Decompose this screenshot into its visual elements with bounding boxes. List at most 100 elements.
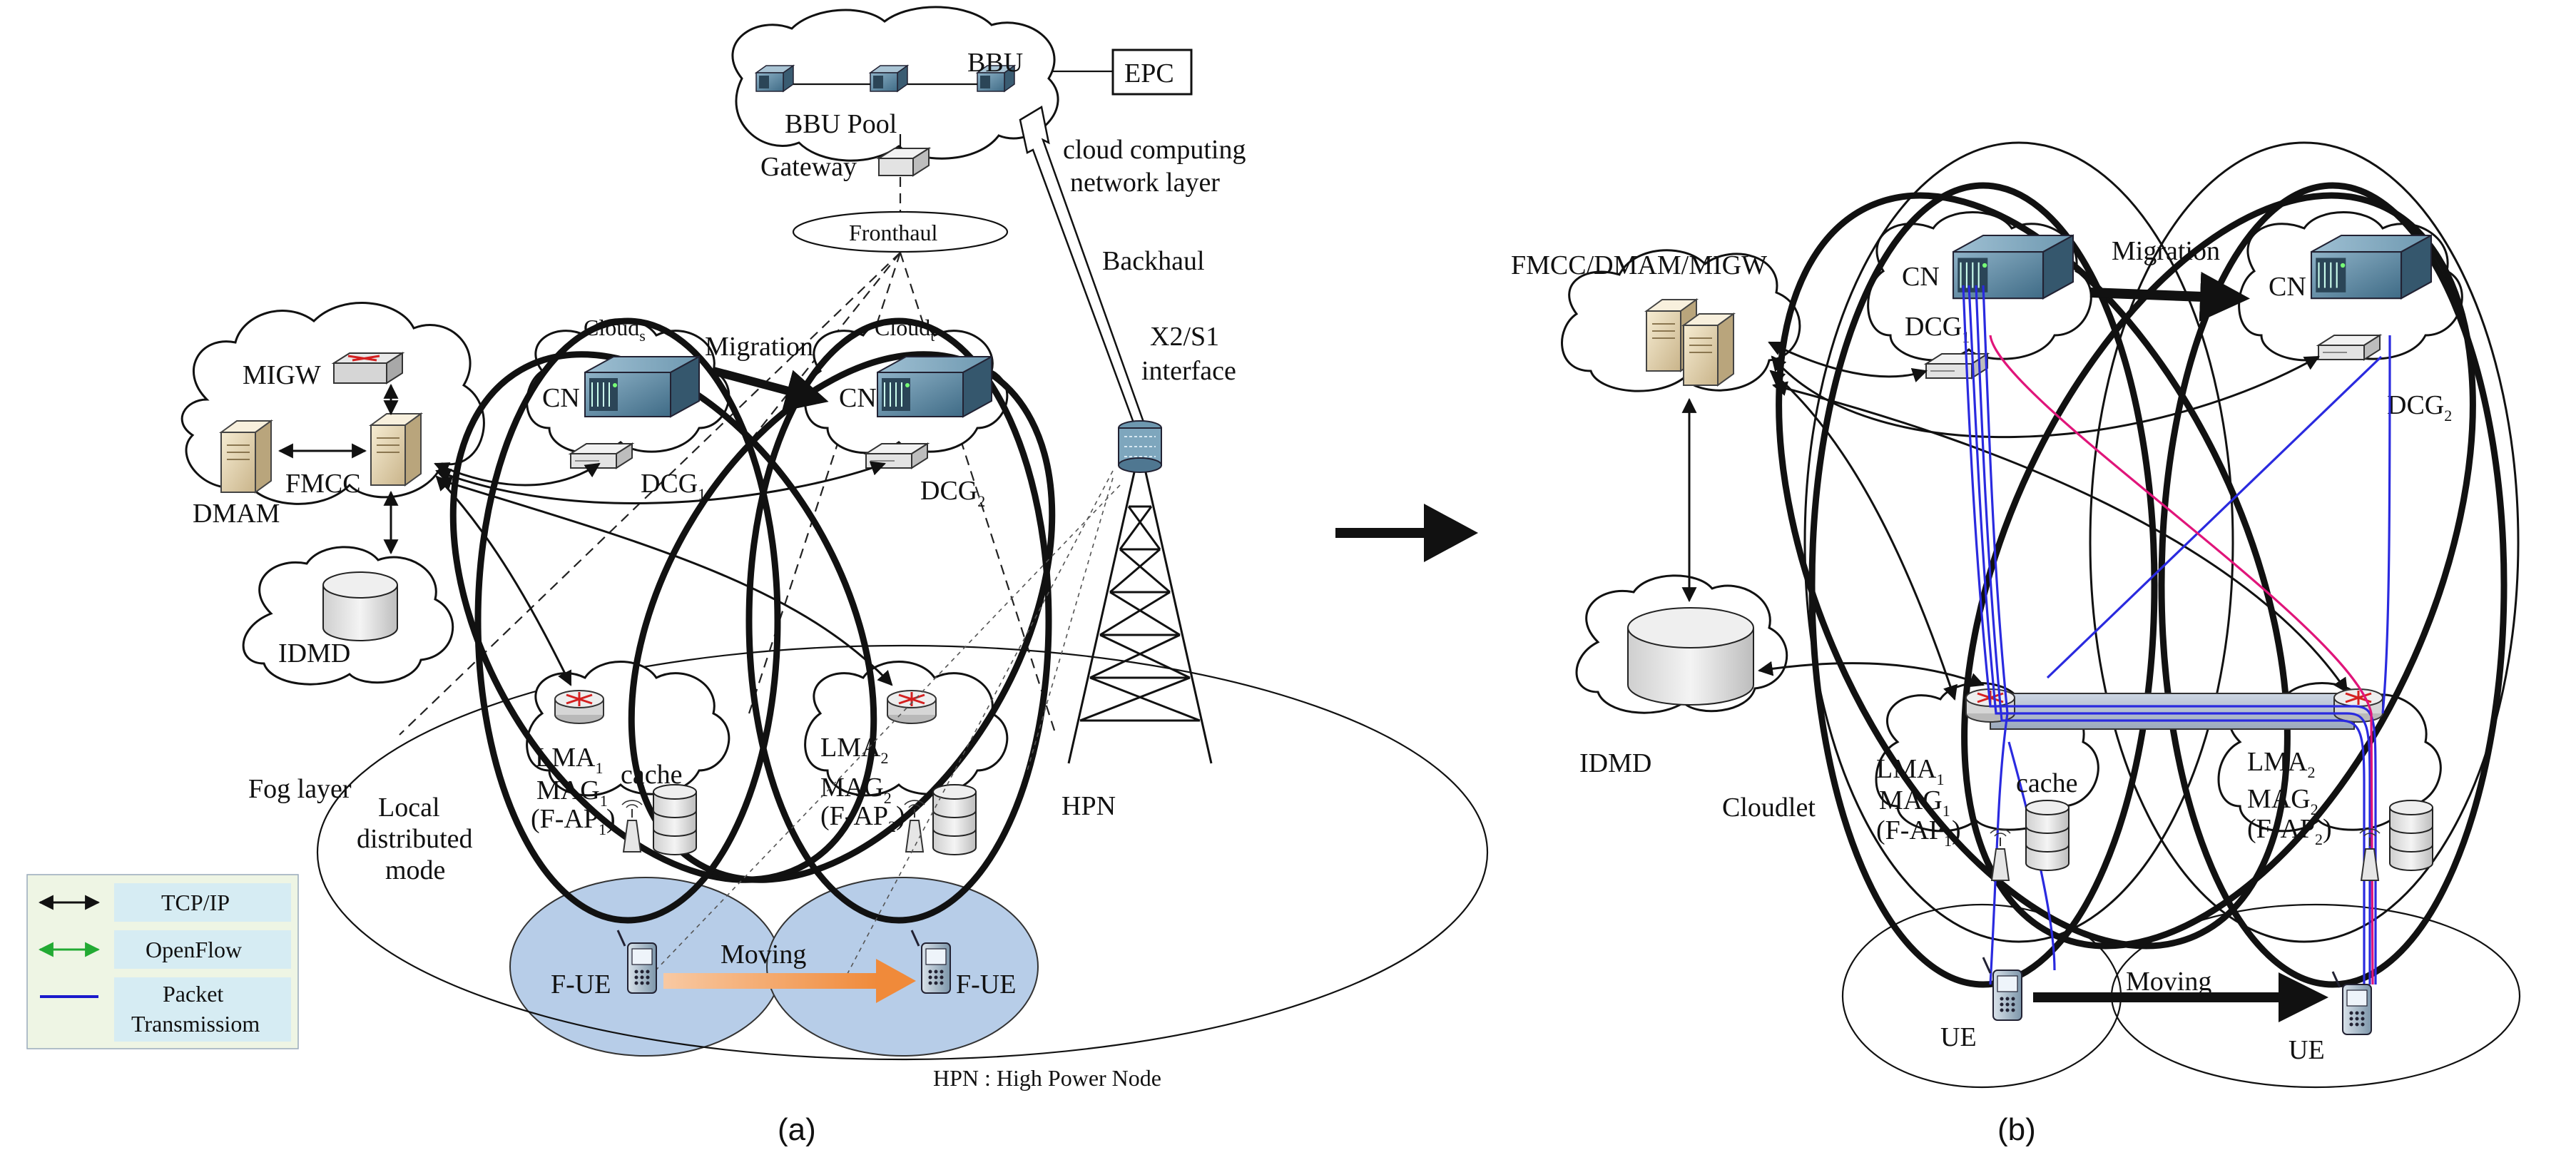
cloud-layer-label-1: cloud computing: [1063, 135, 1246, 165]
lma2-label-b: LMA2: [2247, 747, 2315, 781]
legend-packet-label-1: Packet: [163, 981, 223, 1007]
idmd-database-icon-a: [322, 571, 398, 641]
legend-tcpip-label: TCP/IP: [161, 890, 230, 915]
fap2-label: (F-AP2): [820, 801, 905, 835]
transition-arrow: [1335, 504, 1478, 562]
fronthaul-ellipse: [792, 210, 1009, 253]
x2s1-label-2: interface: [1141, 356, 1236, 386]
lma2-label: LMA2: [820, 733, 888, 767]
mag1-label-b: MAG1: [1879, 785, 1950, 820]
mag2-label: MAG2: [820, 773, 892, 807]
fue2-label: F-UE: [956, 970, 1016, 999]
dcg2-label-b: DCG2: [2387, 390, 2452, 424]
bbu-server-icon-1: [755, 65, 794, 92]
idmd-label-b: IDMD: [1579, 748, 1651, 778]
fap2-label-b: (F-AP2): [2247, 814, 2332, 848]
fap1-label: (F-AP1): [531, 804, 616, 838]
hpn-label: HPN: [1062, 791, 1116, 821]
cache2-db-icon: [932, 784, 977, 855]
legend: TCP/IP OpenFlow Packet Transmissiom: [26, 874, 299, 1049]
dmam-server-icon: [220, 420, 272, 493]
lma-tunnel: [1990, 693, 2355, 730]
local-mode-label-2: distributed: [357, 824, 473, 854]
lma1-label-b: LMA1: [1876, 754, 1944, 788]
lma2-router-icon: [886, 689, 937, 725]
epc-label: EPC: [1124, 58, 1174, 88]
migw-switch-icon: [331, 352, 405, 385]
hpn-note-label: HPN : High Power Node: [933, 1065, 1161, 1091]
lma1-router-icon: [554, 689, 605, 725]
legend-openflow-label: OpenFlow: [146, 937, 242, 962]
x2s1-label-1: X2/S1: [1150, 322, 1219, 352]
panel-a-caption: (a): [778, 1112, 816, 1147]
cache2-db-icon-b: [2389, 800, 2433, 871]
dcg2-icon: [865, 443, 928, 469]
dcg1-label: DCG1: [641, 469, 706, 503]
ue2-label: UE: [2289, 1035, 2325, 1065]
cn2-label-b: CN: [2269, 272, 2306, 302]
epc-box: [1111, 49, 1193, 96]
cell-area-2: [766, 877, 1039, 1057]
cloud-layer-label-2: network layer: [1070, 168, 1220, 198]
moving-bar-a: [663, 973, 877, 989]
cn1-server-icon: [584, 356, 700, 417]
moving-label-b: Moving: [2126, 967, 2211, 997]
bbu-server-icon-2: [870, 65, 908, 92]
cn1-label-b: CN: [1902, 262, 1940, 292]
fap1-antenna-icon: [621, 800, 643, 853]
lma1-label: LMA1: [535, 743, 603, 777]
fmcc-server-icon: [370, 413, 422, 486]
dmam-label: DMAM: [193, 499, 280, 529]
cloud-s-label: Clouds: [584, 315, 646, 345]
local-mode-label-3: mode: [385, 855, 445, 885]
moving-arrowhead-a: [876, 959, 916, 1003]
cache1-db-icon: [653, 784, 697, 855]
cache-label-b: cache: [2016, 768, 2077, 798]
fronthaul-label: Fronthaul: [849, 220, 938, 245]
fmcc-group-label: FMCC/DMAM/MIGW: [1511, 250, 1767, 280]
fue1-label: F-UE: [551, 970, 611, 999]
cn1-label: CN: [542, 383, 580, 413]
idmd-database-icon-b: [1627, 607, 1754, 706]
gateway-icon: [876, 147, 932, 177]
backhaul-label: Backhaul: [1102, 246, 1205, 276]
dcg2-icon-b: [2318, 335, 2381, 360]
migration-label-a: Migration: [705, 332, 813, 362]
cn1-server-icon-b: [1952, 234, 2074, 300]
local-mode-label-1: Local: [378, 793, 440, 823]
panel-b-caption: (b): [1997, 1112, 2036, 1147]
hpn-tower-icon: [1067, 420, 1213, 764]
moving-label-a: Moving: [721, 940, 806, 970]
gateway-label: Gateway: [760, 152, 857, 182]
bbu-label: BBU: [967, 48, 1023, 78]
dcg2-label: DCG2: [920, 476, 985, 510]
cn2-label: CN: [839, 383, 877, 413]
idmd-label-a: IDMD: [278, 638, 350, 668]
migw-label: MIGW: [243, 360, 321, 390]
mag2-label-b: MAG2: [2247, 784, 2318, 818]
panel-a: BBU BBU Pool EPC Gateway Fronthaul cloud…: [26, 6, 1489, 1147]
migration-label-b: Migration: [2112, 236, 2220, 266]
fog-layer-ellipse: [316, 644, 1489, 1061]
fmcc-server-icon-b2: [1683, 313, 1734, 386]
cn2-server-icon: [877, 356, 992, 417]
dcg1-label-b: DCG1: [1905, 312, 1970, 346]
fmcc-label: FMCC: [285, 469, 361, 499]
dcg1-icon: [570, 443, 633, 469]
panel-b: FMCC/DMAM/MIGW IDMD CN CN Migration DCG1: [1511, 141, 2521, 1147]
bbu-pool-label: BBU Pool: [785, 109, 897, 139]
cloudlet-label: Cloudlet: [1722, 793, 1816, 823]
cloud-t-label: Cloudt: [875, 315, 935, 345]
migration-arrow-a: [712, 367, 829, 412]
ue1-label: UE: [1940, 1022, 1977, 1052]
cn2-server-icon-b: [2310, 234, 2433, 300]
ue1-phone-icon: [1982, 956, 2023, 1022]
legend-packet-label-2: Transmissiom: [131, 1011, 260, 1037]
cache1-db-icon-b: [2025, 800, 2070, 871]
fog-layer-label: Fog layer: [248, 774, 352, 804]
fap1-label-b: (F-AP1): [1876, 815, 1961, 850]
migration-arrow-b: [2089, 271, 2250, 322]
mag1-label: MAG1: [536, 775, 608, 810]
fap1-antenna-icon-b: [1990, 828, 2011, 881]
